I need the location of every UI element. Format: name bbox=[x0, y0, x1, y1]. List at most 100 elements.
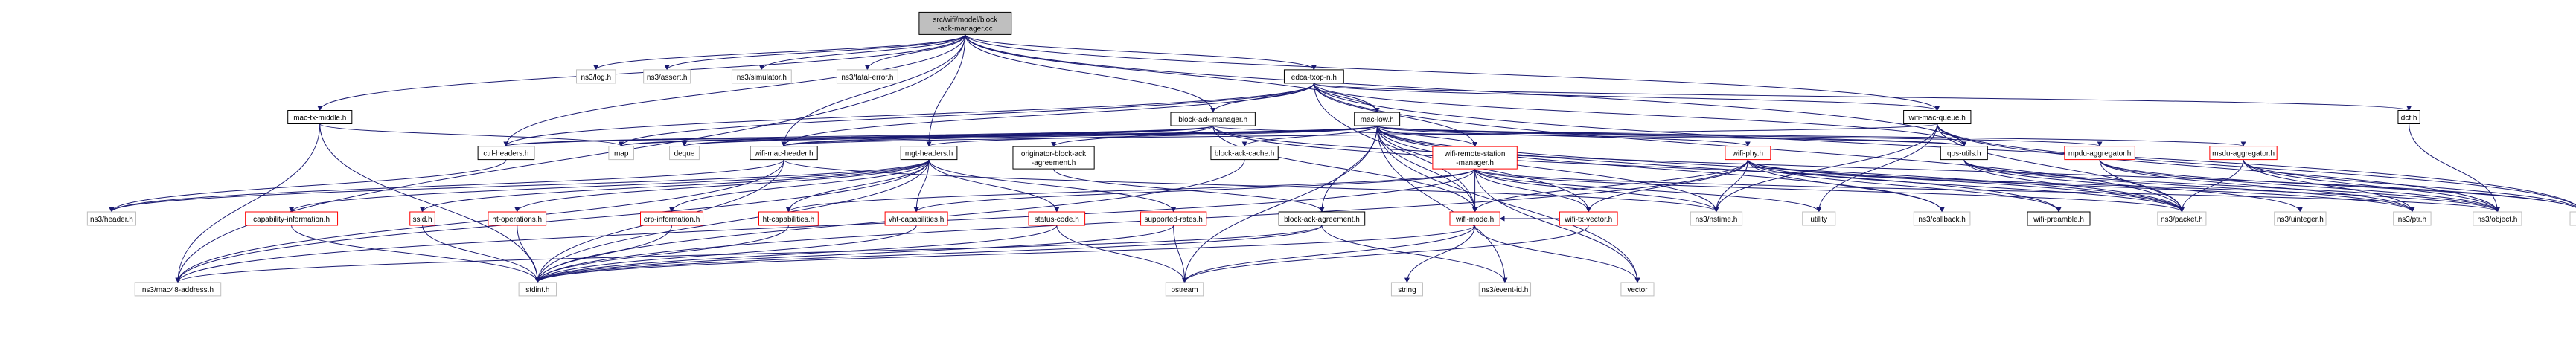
edge-root-to-fatalerror bbox=[864, 34, 966, 71]
node-label: map bbox=[614, 150, 629, 158]
edge-mpduagg-to-ptr bbox=[2099, 159, 2415, 213]
edge-blockackagreement-to-eventid bbox=[1321, 225, 1508, 283]
node-wifiremote[interactable]: wifi-remote-station-manager.h bbox=[1432, 146, 1518, 170]
node-maclow[interactable]: mac-low.h bbox=[1354, 112, 1401, 126]
node-box bbox=[758, 211, 819, 226]
node-capinfo[interactable]: capability-information.h bbox=[245, 211, 339, 226]
node-erpinfo[interactable]: erp-information.h bbox=[640, 211, 704, 226]
node-box bbox=[1165, 282, 1204, 297]
edge-mpduagg-to-list bbox=[2099, 159, 2576, 208]
node-wifimacheader[interactable]: wifi-mac-header.h bbox=[750, 146, 818, 161]
node-box bbox=[1940, 146, 1988, 161]
node-box bbox=[1432, 146, 1518, 170]
node-assert: ns3/assert.h bbox=[643, 69, 691, 84]
edge-maclow-to-eventid bbox=[1376, 126, 1508, 283]
node-mgtheaders[interactable]: mgt-headers.h bbox=[900, 146, 958, 161]
node-label: mpdu-aggregator.h bbox=[2068, 150, 2132, 158]
edge-wifitxvector-to-ostream bbox=[1182, 225, 1589, 283]
node-label: wifi-tx-vector.h bbox=[1564, 216, 1612, 224]
node-label: originator-block-ack bbox=[1021, 150, 1087, 158]
edge-edcatxopn-to-wifimode bbox=[1313, 83, 1478, 213]
node-vhtcap[interactable]: vht-capabilities.h bbox=[884, 211, 948, 226]
edge-maclow-to-ostream bbox=[1182, 126, 1378, 283]
edge-mgtheaders-to-header bbox=[109, 159, 930, 213]
edge-wifiremote-to-packet bbox=[1474, 168, 2185, 213]
node-ssid[interactable]: ssid.h bbox=[409, 211, 435, 226]
node-wifiphy[interactable]: wifi-phy.h bbox=[1725, 146, 1771, 161]
node-mactxmiddle[interactable]: mac-tx-middle.h bbox=[287, 110, 353, 124]
edge-root-to-blockackmanager bbox=[965, 34, 1216, 113]
node-eventid: ns3/event-id.h bbox=[1478, 282, 1532, 297]
node-box bbox=[287, 110, 353, 124]
node-htops[interactable]: ht-operations.h bbox=[488, 211, 547, 226]
edge-wifimacqueue-to-utility bbox=[1816, 123, 1938, 213]
node-blockackcache[interactable]: block-ack-cache.h bbox=[1210, 146, 1279, 161]
edge-wifiremote-to-vector bbox=[1474, 169, 1640, 283]
node-box bbox=[1170, 112, 1256, 126]
node-label: block-ack-cache.h bbox=[1215, 150, 1275, 158]
node-htcap[interactable]: ht-capabilities.h bbox=[758, 211, 819, 226]
node-label: block-ack-manager.h bbox=[1178, 116, 1247, 124]
node-suprates[interactable]: supported-rates.h bbox=[1140, 211, 1207, 226]
edge-root-to-wifimacqueue bbox=[965, 34, 1940, 112]
nodes-layer: src/wifi/model/block-ack-manager.ccns3/l… bbox=[86, 11, 2576, 297]
node-dcf[interactable]: dcf.h bbox=[2397, 110, 2420, 124]
node-object: ns3/object.h bbox=[2473, 211, 2522, 226]
node-box bbox=[518, 282, 557, 297]
edge-maclow-to-blockackcache bbox=[1241, 125, 1378, 147]
edge-maclow-to-deque bbox=[682, 125, 1378, 147]
node-label: ns3/packet.h bbox=[2161, 216, 2203, 224]
node-box bbox=[2027, 211, 2091, 226]
node-label: -agreement.h bbox=[1032, 159, 1076, 167]
node-mac48: ns3/mac48-address.h bbox=[134, 282, 222, 297]
node-label: -manager.h bbox=[1456, 159, 1494, 167]
edge-mactxmiddle-to-stdint bbox=[319, 123, 540, 283]
node-wifipreamble[interactable]: wifi-preamble.h bbox=[2027, 211, 2091, 226]
node-label: wifi-mode.h bbox=[1455, 216, 1494, 224]
edges-layer bbox=[109, 33, 2576, 283]
node-edcatxopn[interactable]: edca-txop-n.h bbox=[1283, 69, 1344, 84]
node-label: ht-operations.h bbox=[492, 216, 542, 224]
edge-root-to-edcatxopn bbox=[965, 33, 1317, 71]
node-statuscode[interactable]: status-code.h bbox=[1028, 211, 1086, 226]
node-wifimacqueue[interactable]: wifi-mac-queue.h bbox=[1903, 110, 1972, 124]
edge-wifiphy-to-wifipreamble bbox=[1747, 159, 2062, 213]
node-box bbox=[2209, 146, 2278, 161]
node-fatalerror: ns3/fatal-error.h bbox=[836, 69, 898, 84]
node-originator[interactable]: originator-block-ack-agreement.h bbox=[1012, 146, 1095, 170]
node-utility: utility bbox=[1802, 211, 1836, 226]
node-qosutils[interactable]: qos-utils.h bbox=[1940, 146, 1988, 161]
node-ptr: ns3/ptr.h bbox=[2393, 211, 2432, 226]
node-box bbox=[643, 69, 691, 84]
node-label: erp-information.h bbox=[644, 216, 700, 224]
node-label: ns3/event-id.h bbox=[1481, 286, 1528, 294]
node-label: ns3/fatal-error.h bbox=[841, 74, 893, 82]
node-label: wifi-preamble.h bbox=[2033, 216, 2084, 224]
edge-wifiphy-to-nstime bbox=[1713, 159, 1748, 213]
node-nstime: ns3/nstime.h bbox=[1690, 211, 1743, 226]
node-box bbox=[669, 146, 700, 161]
node-label: dcf.h bbox=[2401, 115, 2417, 123]
node-label: ssid.h bbox=[412, 216, 432, 224]
node-wifimode[interactable]: wifi-mode.h bbox=[1449, 211, 1500, 226]
node-label: ns3/object.h bbox=[2477, 216, 2517, 224]
node-msduagg[interactable]: msdu-aggregator.h bbox=[2209, 146, 2278, 161]
node-label: ns3/callback.h bbox=[1918, 216, 1965, 224]
edge-wifiremote-to-utility bbox=[1474, 168, 1822, 213]
node-box bbox=[1725, 146, 1771, 161]
edge-mactxmiddle-to-mac48 bbox=[175, 123, 321, 283]
edge-wifiphy-to-packet bbox=[1747, 159, 2185, 213]
edge-maclow-to-mgtheaders bbox=[926, 125, 1378, 147]
node-ctrlheaders[interactable]: ctrl-headers.h bbox=[477, 146, 535, 161]
edge-wifiphy-to-wifitxvector bbox=[1585, 159, 1748, 213]
edge-qosutils-to-packet bbox=[1963, 159, 2185, 213]
node-blockackmanager[interactable]: block-ack-manager.h bbox=[1170, 112, 1256, 126]
node-wifitxvector[interactable]: wifi-tx-vector.h bbox=[1559, 211, 1618, 226]
node-label: ns3/simulator.h bbox=[737, 74, 787, 82]
edge-wifimacqueue-to-nstime bbox=[1713, 123, 1938, 213]
node-blockackagreement[interactable]: block-ack-agreement.h bbox=[1278, 211, 1366, 226]
node-box bbox=[2274, 211, 2327, 226]
node-mpduagg[interactable]: mpdu-aggregator.h bbox=[2064, 146, 2135, 161]
edge-maclow-to-wifimode bbox=[1376, 126, 1478, 213]
node-root: src/wifi/model/block-ack-manager.cc bbox=[918, 11, 1012, 35]
